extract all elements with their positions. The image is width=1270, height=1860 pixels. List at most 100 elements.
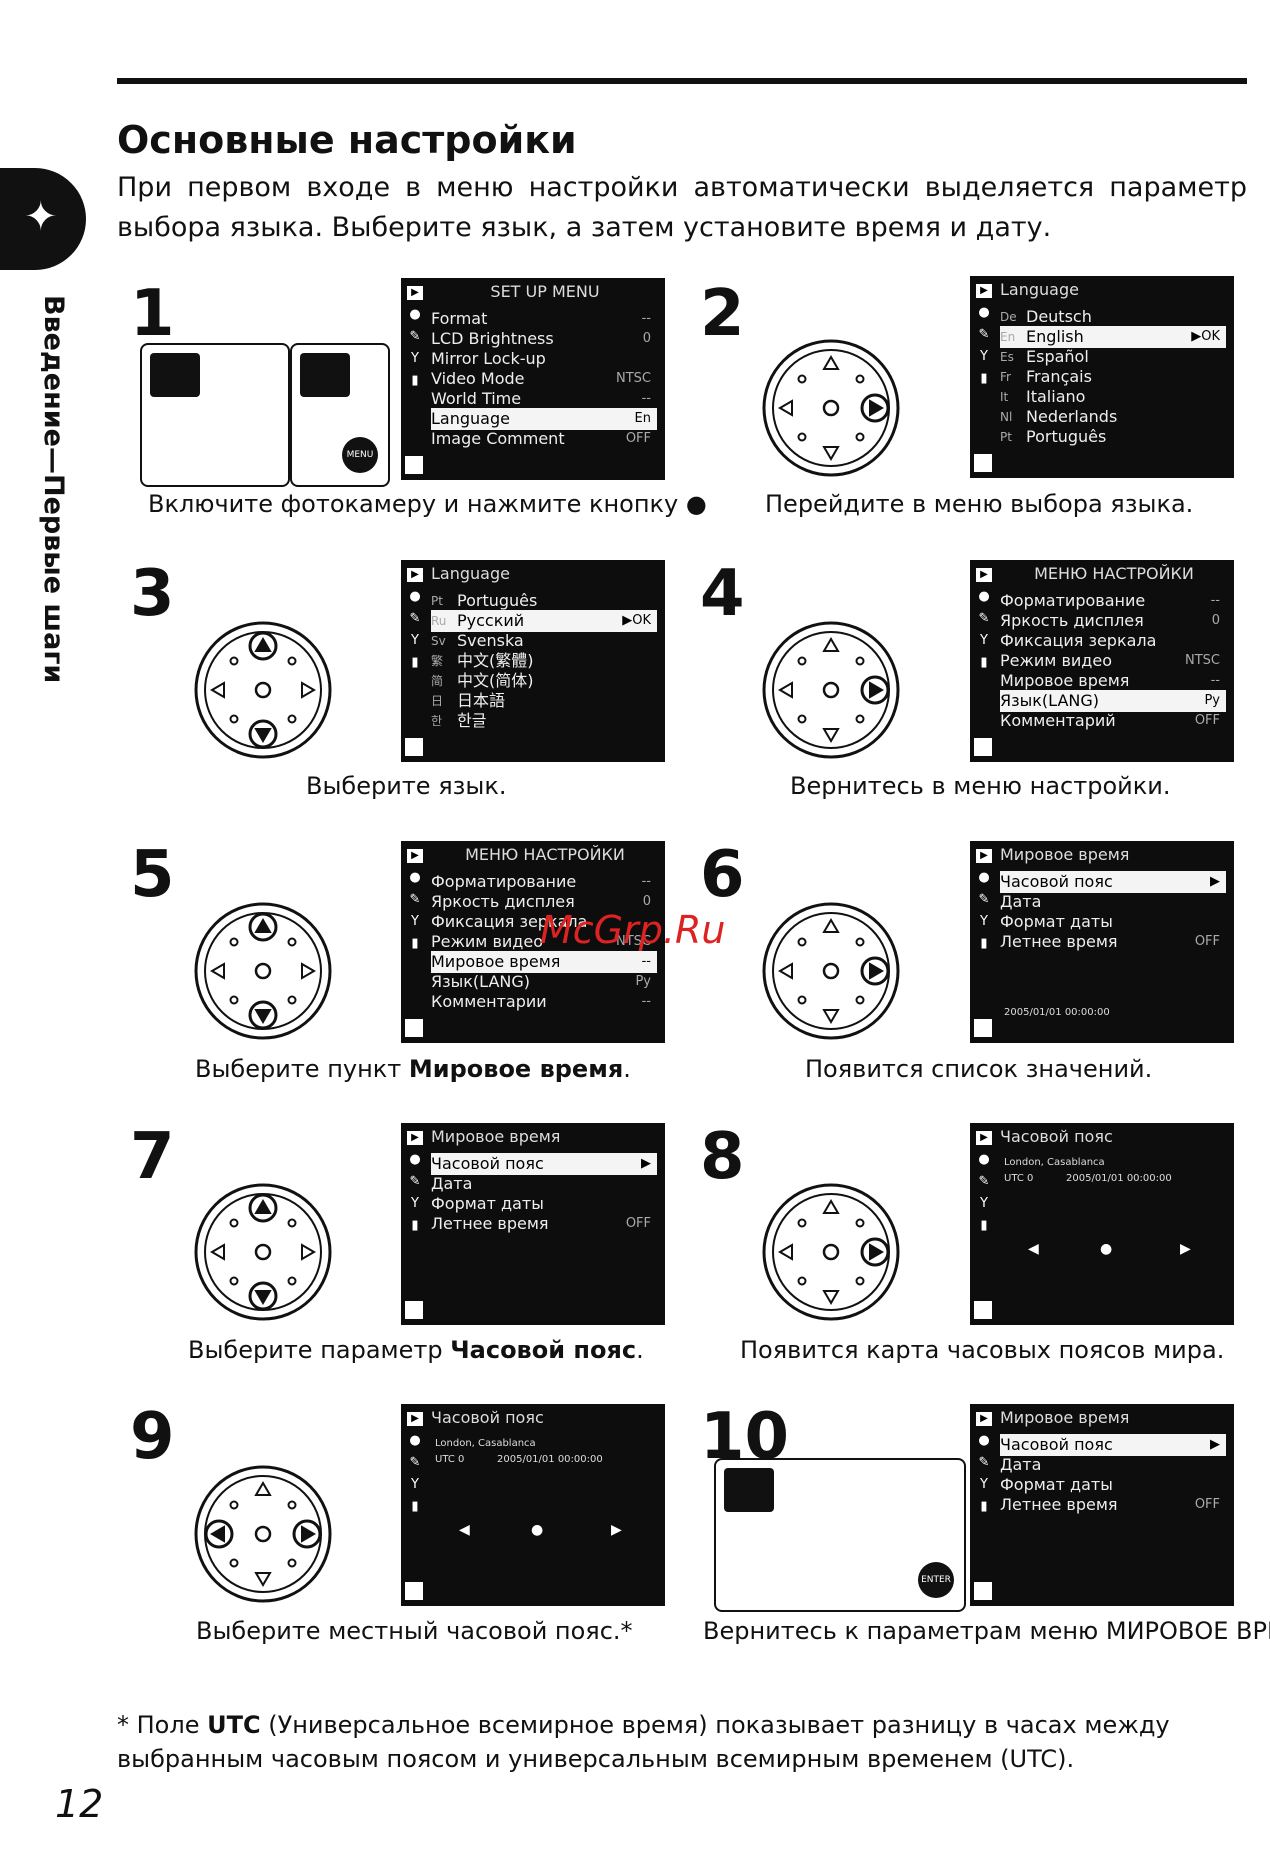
- language-code: 繁: [431, 654, 444, 668]
- step-number: 4: [700, 557, 745, 631]
- playback-tab-icon: ▶: [976, 568, 992, 582]
- language-code: Es: [1000, 350, 1014, 364]
- menu-tab-icon: Y: [411, 914, 419, 929]
- menu-item[interactable]: Комментарии--: [431, 991, 657, 1013]
- step-caption: Включите фотокамеру и нажмите кнопку ●: [148, 490, 707, 518]
- menu-item[interactable]: Дата: [431, 1173, 657, 1195]
- menu-item[interactable]: Фиксация зеркала: [431, 911, 657, 933]
- menu-item[interactable]: Форматирование--: [431, 871, 657, 893]
- menu-item-label: Дата: [1000, 1455, 1042, 1474]
- menu-title: Мировое время: [1000, 845, 1130, 864]
- menu-item[interactable]: Форматирование--: [1000, 590, 1226, 612]
- menu-item[interactable]: Формат даты: [1000, 911, 1226, 933]
- left-arrow-icon[interactable]: ◀: [1028, 1241, 1039, 1257]
- menu-tab-icon: ▮: [411, 655, 419, 670]
- menu-item[interactable]: Часовой пояс▶: [1000, 871, 1226, 893]
- right-arrow-icon[interactable]: ▶: [1180, 1241, 1191, 1257]
- menu-item[interactable]: Часовой пояс▶: [431, 1153, 657, 1175]
- menu-item[interactable]: Дата: [1000, 891, 1226, 913]
- menu-button[interactable]: MENU: [342, 437, 378, 473]
- menu-item-label: Nederlands: [1026, 407, 1118, 426]
- menu-item[interactable]: Формат даты: [1000, 1474, 1226, 1496]
- step-number: 5: [130, 838, 175, 912]
- language-code: Ru: [431, 614, 447, 628]
- left-arrow-icon[interactable]: ◀: [459, 1522, 470, 1538]
- down-arrow-icon: [822, 1290, 840, 1305]
- menu-item[interactable]: World Time--: [431, 388, 657, 410]
- location-marker-icon: ●: [531, 1522, 544, 1538]
- left-arrow-icon: [778, 1243, 793, 1261]
- language-code: Sv: [431, 634, 446, 648]
- enter-button[interactable]: ENTER: [918, 1562, 954, 1598]
- menu-item-label: Português: [1026, 427, 1107, 446]
- menu-item-value: Ру: [1204, 693, 1220, 708]
- menu-tab-icon: ▮: [411, 936, 419, 951]
- menu-item[interactable]: LCD Brightness 0: [431, 328, 657, 350]
- menu-item[interactable]: 日日本語: [431, 690, 657, 712]
- menu-tab-icon: ✎: [409, 329, 421, 344]
- menu-item-value: 0: [642, 894, 651, 909]
- menu-item[interactable]: Язык(LANG)Ру: [431, 971, 657, 993]
- menu-item-value: --: [1210, 673, 1220, 688]
- menu-item[interactable]: 简中文(简体): [431, 670, 657, 692]
- menu-item[interactable]: Фиксация зеркала: [1000, 630, 1226, 652]
- menu-tab-icon: ●: [978, 870, 990, 885]
- chapter-tab: ✦: [0, 168, 86, 270]
- menu-item-value: 0: [642, 331, 651, 346]
- menu-item[interactable]: Мировое время--: [431, 951, 657, 973]
- menu-tab-icon: ▮: [980, 936, 988, 951]
- right-arrow-icon: [301, 1243, 316, 1261]
- menu-item[interactable]: Дата: [1000, 1454, 1226, 1476]
- menu-item-label: Комментарий: [1000, 711, 1116, 730]
- menu-item[interactable]: Format--: [431, 308, 657, 330]
- help-icon: [405, 738, 423, 756]
- language-code: De: [1000, 310, 1017, 324]
- menu-item[interactable]: Мировое время--: [1000, 670, 1226, 692]
- menu-item-label: Часовой пояс: [1000, 1435, 1113, 1454]
- menu-item-value: ▶: [641, 1156, 651, 1171]
- step-number: 7: [130, 1120, 175, 1194]
- camera-screen-icon: [300, 353, 350, 397]
- menu-item[interactable]: Язык(LANG)Ру: [1000, 690, 1226, 712]
- menu-item-value: 0: [1211, 613, 1220, 628]
- menu-item[interactable]: 繁中文(繁體): [431, 650, 657, 672]
- menu-item[interactable]: Часовой пояс▶: [1000, 1434, 1226, 1456]
- menu-item-label: Формат даты: [1000, 1475, 1113, 1494]
- right-arrow-icon[interactable]: ▶: [611, 1522, 622, 1538]
- footnote: * Поле UTC (Универсальное всемирное врем…: [117, 1711, 1170, 1773]
- camera-screen-icon: [150, 353, 200, 397]
- menu-title: Часовой пояс: [1000, 1127, 1113, 1146]
- menu-item-label: LCD Brightness: [431, 329, 554, 348]
- rooster-icon: ✦: [24, 194, 58, 240]
- help-icon: [405, 1582, 423, 1600]
- menu-tab-icon: ✎: [978, 611, 990, 626]
- menu-item[interactable]: Mirror Lock-up: [431, 348, 657, 370]
- up-arrow-icon: [254, 918, 272, 933]
- menu-item[interactable]: Формат даты: [431, 1193, 657, 1215]
- up-arrow-icon: [822, 1199, 840, 1214]
